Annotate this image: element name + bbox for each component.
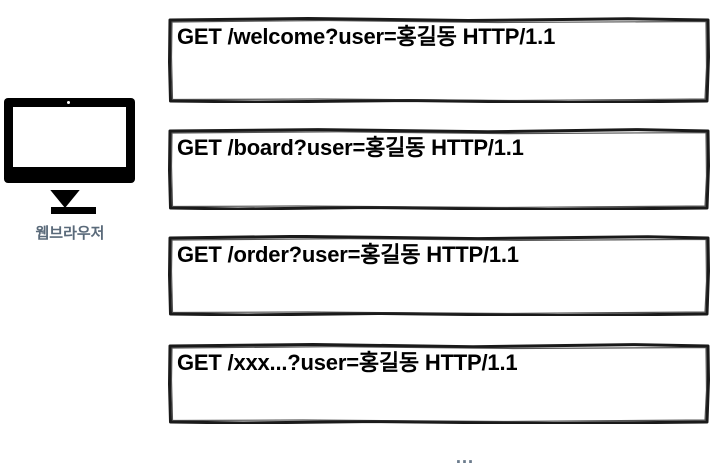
- request-box-xxx: GET /xxx...?user=홍길동 HTTP/1.1: [168, 343, 710, 424]
- request-box-board: GET /board?user=홍길동 HTTP/1.1: [168, 128, 710, 210]
- request-text-board: GET /board?user=홍길동 HTTP/1.1: [177, 135, 524, 160]
- monitor-icon: [4, 98, 135, 214]
- monitor-screen: [13, 107, 126, 167]
- web-browser-actor: 웹브라우저: [0, 90, 160, 250]
- web-browser-label: 웹브라우저: [35, 225, 105, 242]
- request-text-xxx: GET /xxx...?user=홍길동 HTTP/1.1: [177, 350, 518, 375]
- monitor-stand-neck: [50, 190, 80, 208]
- monitor-stand-base: [51, 207, 96, 214]
- request-text-welcome: GET /welcome?user=홍길동 HTTP/1.1: [177, 24, 556, 49]
- request-box-welcome: GET /welcome?user=홍길동 HTTP/1.1: [168, 17, 710, 103]
- continuation-ellipsis: …: [455, 447, 475, 468]
- request-text-order: GET /order?user=홍길동 HTTP/1.1: [177, 242, 519, 267]
- webcam-dot-icon: [67, 101, 70, 104]
- request-box-order: GET /order?user=홍길동 HTTP/1.1: [168, 235, 710, 316]
